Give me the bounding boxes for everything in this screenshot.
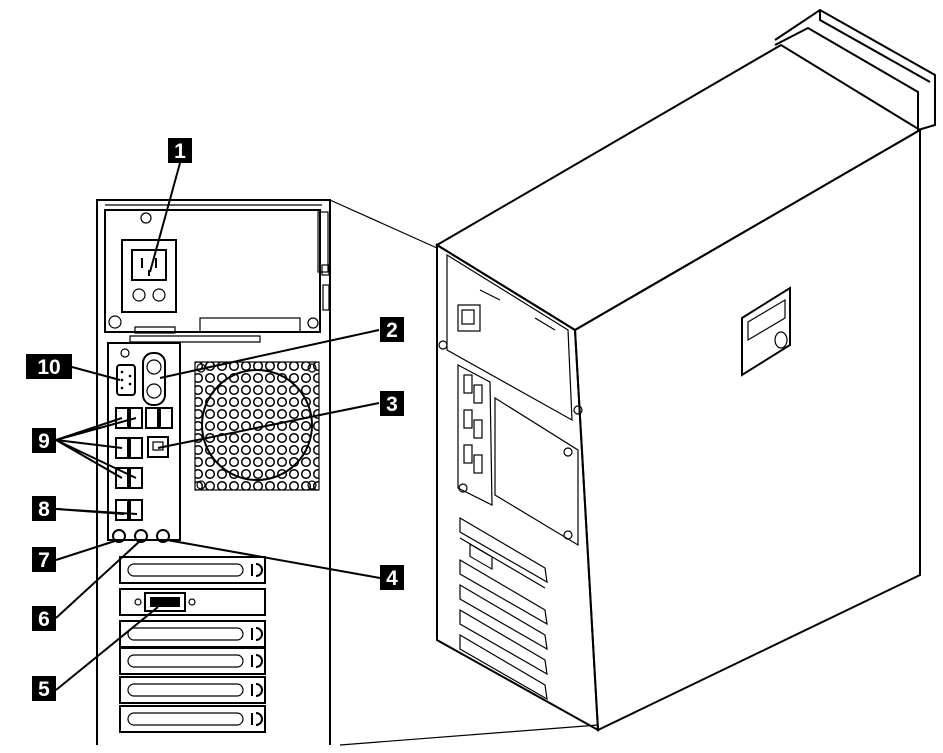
ethernet-port — [147, 436, 169, 458]
callout-9-label: 9 — [38, 430, 50, 453]
callout-3-label: 3 — [386, 393, 398, 416]
usb-ports — [115, 407, 173, 521]
callout-9: 9 — [32, 428, 56, 453]
leader-lines — [55, 162, 381, 691]
callout-6-label: 6 — [38, 608, 50, 631]
rear-panel-closeup — [96, 199, 331, 745]
callout-5: 5 — [32, 676, 56, 701]
power-supply — [104, 209, 330, 343]
callout-4-label: 4 — [386, 567, 398, 590]
ps2-ports — [142, 352, 166, 406]
microphone-jack — [112, 529, 126, 543]
dvi-port — [144, 592, 186, 612]
callout-1: 1 — [168, 138, 192, 163]
callout-2: 2 — [380, 317, 404, 342]
tower-isometric-view — [435, 8, 936, 732]
callout-1-label: 1 — [174, 140, 186, 163]
callout-8: 8 — [32, 496, 56, 521]
audio-line-in-jack — [134, 529, 148, 543]
callout-4: 4 — [380, 565, 404, 590]
callout-2-label: 2 — [386, 319, 398, 342]
callout-5-label: 5 — [38, 678, 50, 701]
callout-3: 3 — [380, 391, 404, 416]
callout-7: 7 — [32, 547, 56, 572]
audio-line-out-jack — [156, 529, 170, 543]
callout-10: 10 — [26, 354, 72, 379]
callout-6: 6 — [32, 606, 56, 631]
callout-7-label: 7 — [38, 549, 50, 572]
expansion-slots — [119, 556, 266, 733]
callout-8-label: 8 — [38, 498, 50, 521]
callout-10-label: 10 — [37, 356, 60, 379]
side-latch — [741, 286, 791, 377]
power-inlet — [131, 249, 167, 281]
io-panel — [107, 342, 181, 543]
